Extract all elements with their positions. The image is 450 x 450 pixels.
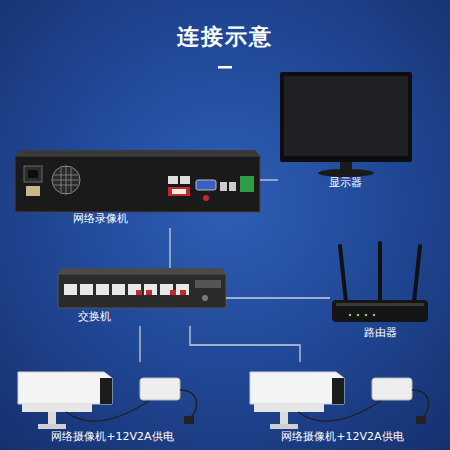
router-illustration — [332, 243, 428, 322]
network-cable — [260, 179, 278, 180]
network-cable — [139, 326, 140, 362]
switch-illustration — [58, 268, 226, 308]
device-label: 网络摄像机+12V2A供电 — [15, 430, 210, 444]
switch-node: 交换机 — [58, 268, 226, 326]
device-label: 网络摄像机+12V2A供电 — [245, 430, 440, 444]
nvr-node: 网络录像机 — [15, 150, 260, 228]
network-cable — [169, 228, 170, 268]
network-cable — [226, 297, 330, 298]
camera-illustration — [18, 372, 197, 429]
nvr-illustration — [15, 150, 260, 212]
device-label: 路由器 — [330, 326, 430, 340]
device-label: 网络录像机 — [73, 212, 260, 226]
camera-node: 网络摄像机+12V2A供电 — [245, 362, 440, 446]
camera-node: 网络摄像机+12V2A供电 — [15, 362, 210, 446]
device-label: 显示器 — [278, 176, 413, 190]
diagram-title: 连接示意 — [0, 22, 450, 52]
title-dash — [218, 66, 232, 69]
device-label: 交换机 — [78, 310, 226, 324]
network-cable — [190, 326, 300, 362]
monitor-node: 显示器 — [278, 70, 413, 192]
camera-illustration — [250, 372, 429, 429]
router-node: 路由器 — [330, 240, 430, 342]
monitor-illustration — [280, 72, 412, 177]
